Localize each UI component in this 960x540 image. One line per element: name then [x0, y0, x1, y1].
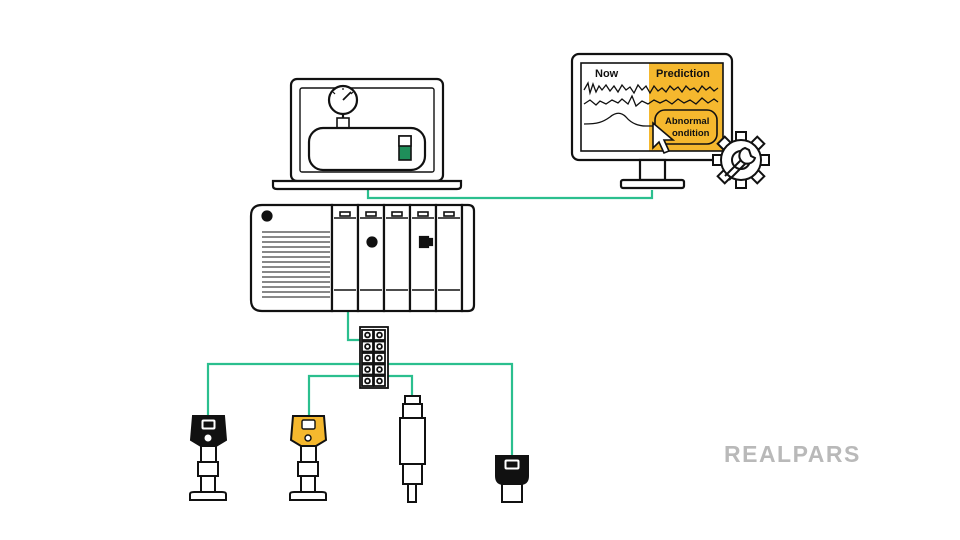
io-port [376, 354, 383, 362]
pressure-gauge-icon [327, 84, 359, 129]
io-port [364, 331, 371, 339]
plc-controller [249, 203, 476, 313]
io-junction-block [359, 326, 389, 389]
waveform-1 [583, 81, 719, 96]
plc-module-tab [417, 211, 429, 217]
io-port [364, 343, 371, 350]
abnormal-label-line2: ondition [672, 128, 710, 139]
io-port [376, 343, 383, 350]
plc-module-5 [434, 203, 464, 313]
io-port [364, 366, 371, 373]
monitor-analytics [570, 52, 770, 190]
plc-endcap [460, 203, 476, 313]
abnormal-label-line1: Abnormal [665, 116, 709, 127]
io-port [376, 331, 383, 339]
network-wires [206, 190, 654, 456]
plc-module-tab [391, 211, 403, 217]
pressure-transmitter-1 [189, 415, 228, 501]
level-sensor [495, 455, 529, 503]
tank-body [307, 126, 427, 172]
plc-module-tab [365, 211, 377, 217]
plc-module-tab [443, 211, 455, 217]
laptop-base [271, 179, 463, 191]
io-port [376, 366, 383, 373]
monitor-stand-base [619, 178, 686, 190]
plc-module-1 [330, 203, 360, 313]
wire-plc-junction [346, 312, 362, 342]
io-port [376, 377, 383, 385]
io-port [364, 354, 371, 362]
pressure-transmitter-2 [289, 415, 328, 501]
plc-module-tab [339, 211, 351, 217]
temperature-probe [399, 395, 426, 503]
wire-sensor-2 [307, 374, 362, 416]
waveform-2 [583, 94, 719, 108]
gear-wrench-icon [712, 131, 770, 189]
now-label: Now [595, 68, 619, 80]
monitor-stand-neck [638, 158, 667, 182]
laptop-hmi [271, 77, 463, 191]
wire-laptop-monitor [366, 190, 654, 200]
realpars-logo: REALPARS [724, 441, 861, 467]
wire-sensor-3 [386, 374, 414, 396]
prediction-label: Prediction [656, 68, 710, 80]
wire-sensor-4 [386, 362, 514, 456]
plc-module-2 [356, 203, 386, 313]
plc-cpu [249, 203, 334, 313]
plc-module-4 [408, 203, 438, 313]
io-port [364, 377, 371, 385]
mouse-cursor-icon [652, 121, 676, 155]
waveform-3 [583, 112, 656, 127]
wire-sensor-1 [206, 362, 362, 416]
plc-module-3 [382, 203, 412, 313]
